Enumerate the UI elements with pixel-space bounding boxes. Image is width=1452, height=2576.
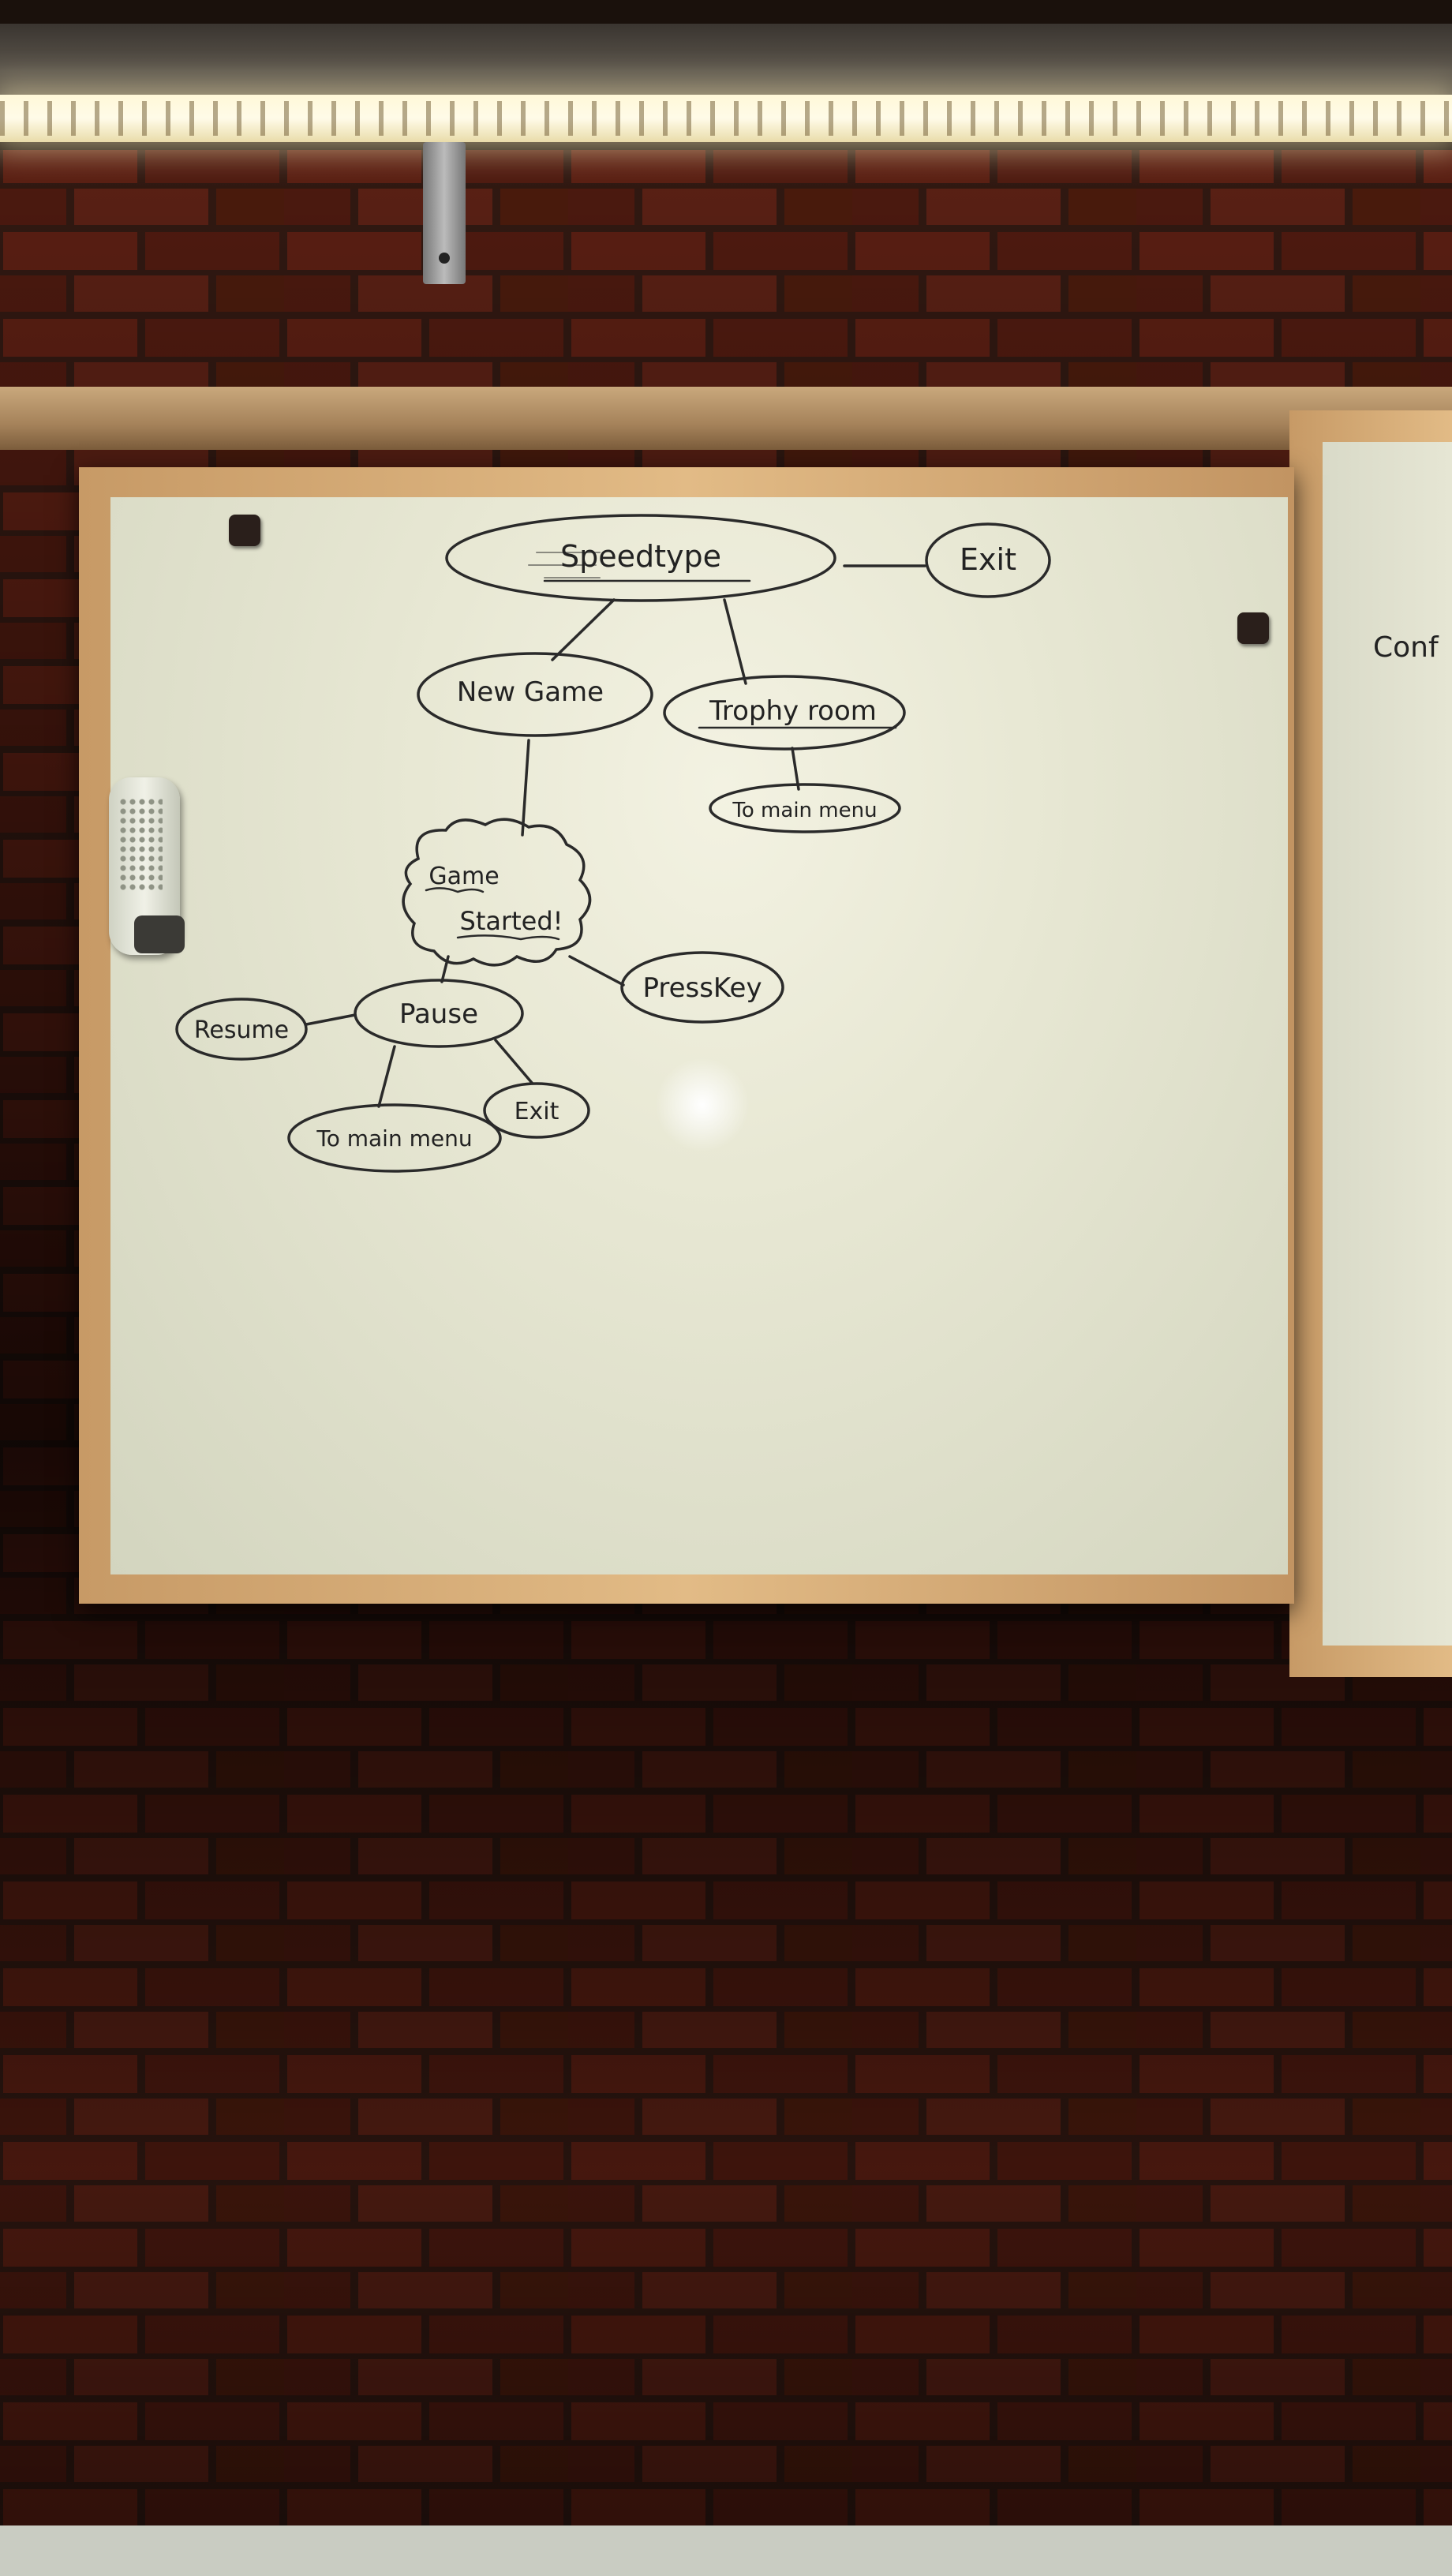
node-new-game: New Game [457, 676, 604, 708]
node-resume-shape [175, 998, 308, 1061]
light-diffuser [0, 101, 1452, 136]
node-pause-exit: Exit [515, 1098, 559, 1125]
root-speed-lines [528, 552, 601, 578]
node-root: Speedtype [560, 539, 721, 574]
edge-started-presskey [568, 955, 625, 987]
node-game-started-line2: Started! [460, 906, 563, 936]
edge-pause-resume [305, 1013, 357, 1026]
started-underline [425, 887, 485, 893]
node-press-key: PressKey [642, 972, 762, 1004]
node-trophy-mainmenu-shape [709, 783, 901, 833]
node-trophy-shape [663, 675, 906, 751]
node-presskey-shape [620, 951, 784, 1024]
node-exit-top-shape [925, 522, 1051, 598]
edge-trophy-mainmenu [791, 747, 800, 791]
edge-pause-exit [494, 1039, 533, 1084]
edge-newgame-started [521, 739, 530, 837]
eraser-grip [118, 797, 163, 892]
started-underline-2 [456, 934, 560, 941]
edge-root-newgame [551, 598, 616, 661]
bracket-screw [439, 253, 450, 264]
edge-pause-mainmenu [377, 1045, 396, 1108]
magnet [1237, 612, 1269, 644]
node-pause-main-menu: To main menu [316, 1125, 472, 1151]
whiteboard-surface [110, 497, 1288, 1574]
node-newgame-shape [417, 652, 653, 737]
node-pause-shape [354, 979, 524, 1048]
floor-strip [0, 2525, 1452, 2576]
node-started-cloud [402, 818, 592, 967]
node-pause-mainmenu-shape [287, 1103, 502, 1173]
node-pause: Pause [399, 998, 478, 1030]
edge-root-trophy [723, 598, 747, 685]
node-trophy-main-menu: To main menu [732, 799, 877, 822]
side-board-surface [1323, 442, 1452, 1646]
node-pause-exit-shape [483, 1082, 590, 1139]
node-exit-top: Exit [960, 542, 1016, 577]
node-resume: Resume [194, 1017, 289, 1044]
node-trophy-room: Trophy room [709, 695, 877, 727]
node-root-shape [445, 514, 836, 602]
wall-rail [0, 387, 1452, 450]
side-board-text: Conf [1373, 631, 1439, 664]
node-game-started-line1: Game [428, 863, 499, 890]
magnet [229, 515, 260, 546]
light-glare [655, 1058, 750, 1152]
eraser-felt [134, 915, 185, 953]
